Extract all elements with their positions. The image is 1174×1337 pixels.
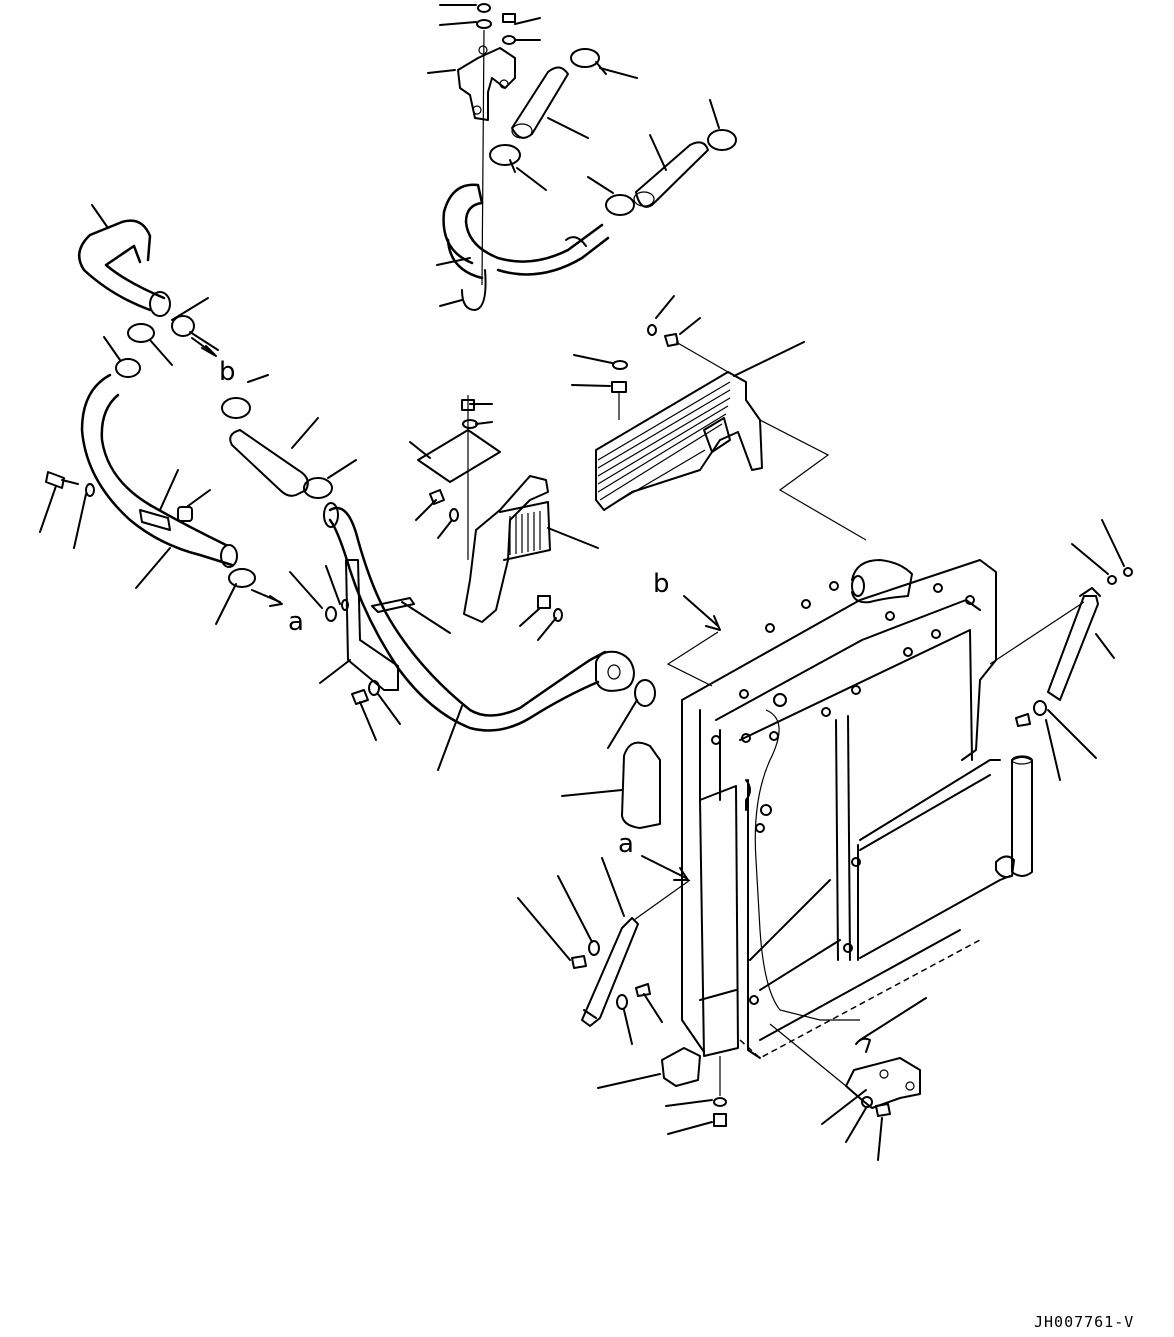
middle-bracket bbox=[409, 395, 599, 641]
oil-cooler bbox=[571, 295, 867, 541]
lower-parts bbox=[517, 741, 927, 1161]
ref-label-a-left: a bbox=[288, 607, 304, 637]
ref-label-b-right: b bbox=[653, 569, 670, 599]
radiator-assembly bbox=[681, 519, 1133, 1059]
lower-pipe bbox=[289, 502, 656, 771]
ref-arrows bbox=[641, 595, 721, 881]
upper-hose-assembly bbox=[427, 3, 737, 311]
ref-label-a-right: a bbox=[618, 829, 634, 859]
left-hose-group bbox=[39, 204, 357, 625]
drawing-code: JH007761-V bbox=[1034, 1313, 1134, 1331]
ref-label-b-left: b bbox=[219, 357, 236, 387]
